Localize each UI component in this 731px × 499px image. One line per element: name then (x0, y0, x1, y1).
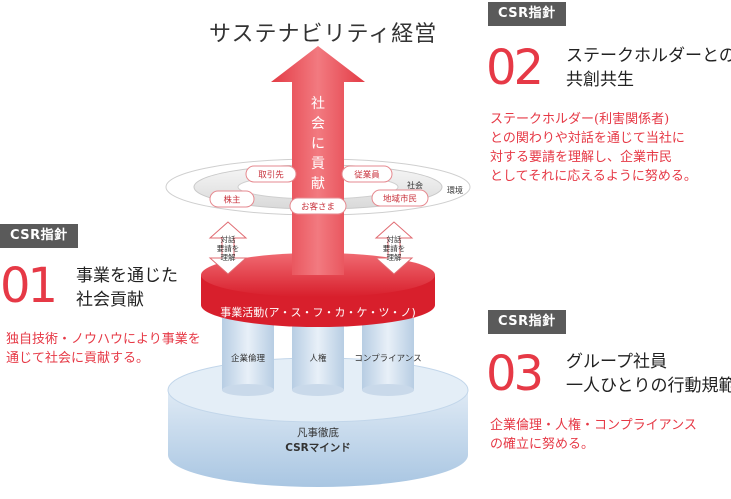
stakeholder-supplier: 取引先 (258, 170, 284, 181)
stakeholder-employee: 従業員 (354, 170, 380, 181)
arrow-label-char: に (311, 136, 325, 152)
section-number: 01 (0, 258, 58, 314)
dialogue-right-text: 要請を (383, 243, 406, 253)
section-description-line: 通じて社会に貢献する。 (6, 351, 150, 366)
csr-tag: CSR指針 (0, 224, 78, 248)
diagram-title: サステナビリティ経営 (209, 22, 438, 47)
pillar-compliance (362, 318, 414, 396)
base-label-line1: 凡事徹底 (297, 426, 339, 439)
dialogue-left-text: 理解 (221, 252, 236, 262)
section-number: 03 (486, 346, 544, 402)
csr-tag: CSR指針 (488, 310, 566, 334)
section-description-line: としてそれに応えるように努める。 (490, 169, 697, 184)
stakeholder-pill-employee (341, 165, 393, 183)
dialogue-arrow-left (208, 221, 248, 275)
arrow-label-char: 会 (311, 116, 325, 132)
section-heading-line: 社会貢献 (76, 290, 144, 310)
pillar-compliance-label: コンプライアンス (354, 354, 421, 364)
section-heading-line: 一人ひとりの行動規範 (566, 376, 731, 396)
dialogue-right-text: 対話 (387, 234, 402, 244)
section-description-line: 企業倫理・人権・コンプライアンス (490, 418, 697, 433)
arrow-label-char: 貢 (311, 156, 325, 172)
section-heading-line: グループ社員 (566, 352, 667, 372)
section-heading-line: 事業を通じた (76, 266, 178, 286)
section-description-line: ステークホルダー(利害関係者) (490, 112, 670, 127)
dialogue-right-text: 理解 (387, 252, 402, 262)
stakeholder-pill-customer (289, 197, 347, 215)
stakeholder-pill-shareholder (209, 190, 255, 208)
pillar-human-rights (292, 318, 344, 396)
stakeholder-pill-supplier (245, 165, 297, 183)
ring-society-label: 社会 (407, 180, 423, 190)
business-activity-label: 事業活動(ア・ス・フ・カ・ケ・ツ・ノ) (220, 305, 416, 319)
arrow-label-char: 献 (311, 176, 325, 192)
section-heading-line: 共創共生 (566, 70, 634, 90)
ring-environment-label: 環境 (447, 185, 463, 195)
pillar-human-rights-label: 人権 (309, 353, 327, 364)
section-description-line: 対する要請を理解し、企業市民 (490, 150, 673, 165)
dialogue-arrow-right (374, 221, 414, 275)
dialogue-left-text: 対話 (221, 234, 236, 244)
pillar-ethics (222, 318, 274, 396)
stakeholder-pill-local-citizens (371, 189, 429, 207)
pillar-ethics-label: 企業倫理 (231, 353, 266, 364)
section-description-line: との関わりや対話を通じて当社に (490, 131, 685, 146)
base-label-line2: CSRマインド (285, 442, 351, 454)
social-contribution-arrow (271, 46, 365, 275)
section-description-line: 独自技術・ノウハウにより事業を (6, 332, 201, 347)
stakeholder-customer: お客さま (301, 202, 335, 213)
section-number: 02 (486, 40, 544, 96)
stakeholder-local-citizens: 地域市民 (383, 194, 417, 205)
stakeholder-shareholder: 株主 (223, 195, 241, 206)
dialogue-left-text: 要請を (217, 243, 240, 253)
csr-tag: CSR指針 (488, 2, 566, 26)
arrow-label-char: 社 (311, 96, 325, 112)
section-heading-line: ステークホルダーとの (566, 46, 731, 66)
section-description-line: の確立に努める。 (490, 437, 595, 452)
